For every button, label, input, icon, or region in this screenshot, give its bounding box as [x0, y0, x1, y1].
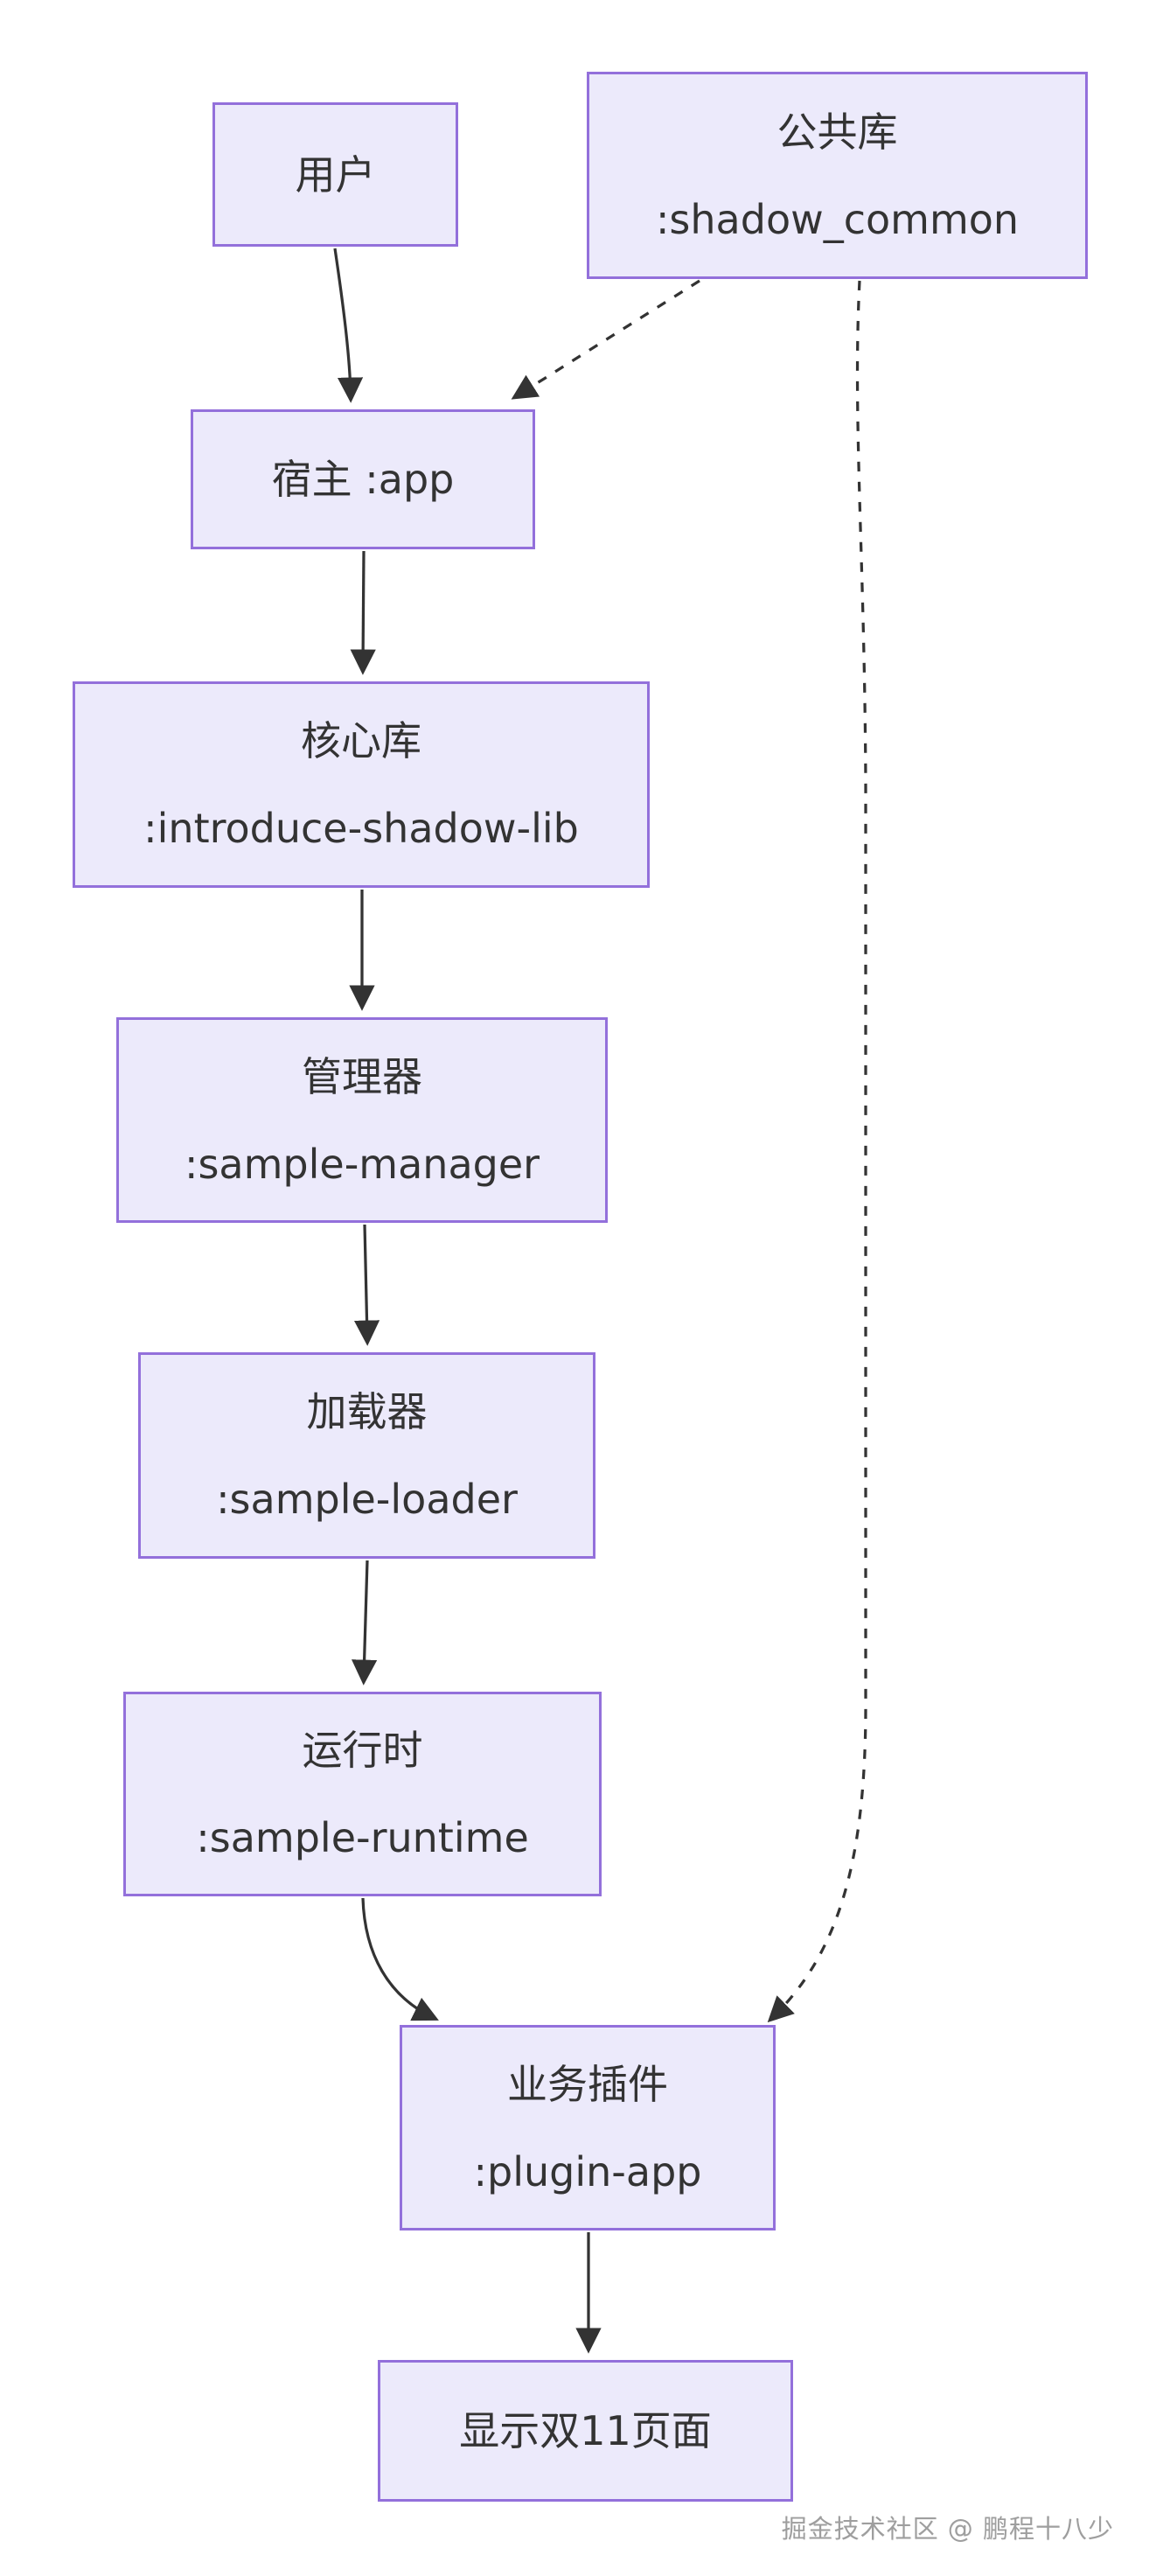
edge-runtime-plugin	[361, 1897, 439, 2021]
node-plugin-module: :plugin-app	[473, 2147, 702, 2196]
edge-loader-runtime	[351, 1560, 378, 1686]
edge-user-host	[333, 248, 364, 403]
node-manager: 管理器 :sample-manager	[116, 1017, 608, 1223]
node-core-module: :introduce-shadow-lib	[143, 805, 579, 852]
node-business-plugin: 业务插件 :plugin-app	[400, 2025, 776, 2230]
node-runtime-title: 运行时	[302, 1727, 423, 1774]
node-runtime-module: :sample-runtime	[196, 1814, 529, 1861]
node-show-double11-page: 显示双11页面	[378, 2360, 793, 2502]
node-common-library: 公共库 :shadow_common	[587, 72, 1088, 279]
edge-host-core	[350, 550, 376, 675]
edge-common-host	[511, 279, 700, 400]
node-common-module: :shadow_common	[655, 195, 1020, 243]
node-plugin-title: 业务插件	[507, 2060, 668, 2108]
node-manager-title: 管理器	[302, 1052, 422, 1100]
node-manager-module: :sample-manager	[184, 1140, 540, 1188]
edge-manager-loader	[353, 1224, 380, 1346]
node-host-label: 宿主 :app	[271, 456, 455, 503]
node-common-title: 公共库	[776, 108, 898, 156]
node-core-title: 核心库	[301, 717, 421, 764]
node-loader-title: 加载器	[306, 1388, 428, 1435]
edge-common-plugin	[767, 280, 867, 2023]
node-user: 用户	[212, 102, 458, 247]
node-loader-module: :sample-loader	[216, 1476, 518, 1523]
node-core-library: 核心库 :introduce-shadow-lib	[73, 681, 650, 888]
node-loader: 加载器 :sample-loader	[138, 1352, 595, 1559]
node-result-label: 显示双11页面	[459, 2407, 712, 2454]
node-user-label: 用户	[295, 150, 376, 199]
node-runtime: 运行时 :sample-runtime	[123, 1692, 602, 1896]
watermark: 掘金技术社区 @ 鹏程十八少	[781, 2514, 1114, 2544]
node-host-app: 宿主 :app	[191, 409, 535, 549]
